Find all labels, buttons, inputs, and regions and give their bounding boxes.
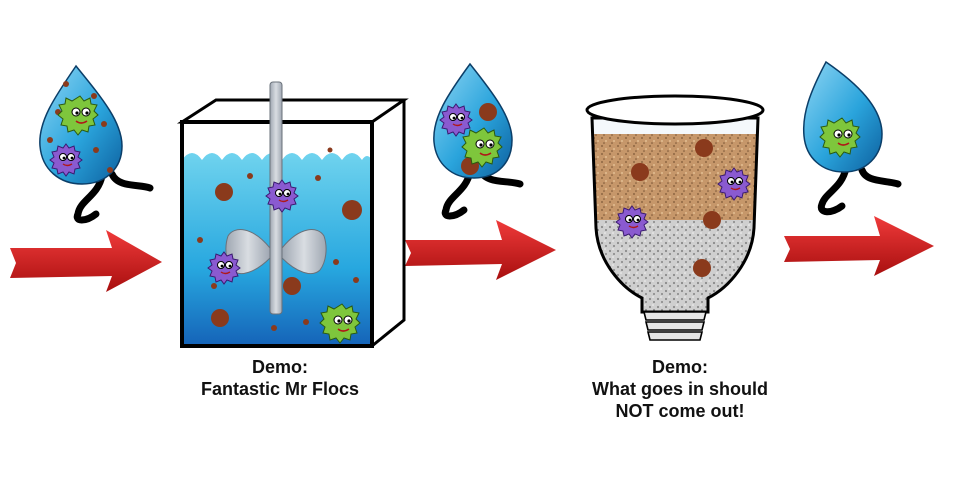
water-drop-icon	[39, 64, 154, 224]
caption-filter-line1: Demo:	[651, 357, 708, 377]
arrow-icon	[405, 220, 556, 280]
germ-icon	[265, 179, 299, 213]
germ-icon	[319, 303, 361, 344]
arrow-icon	[784, 216, 934, 276]
germ-icon	[207, 251, 241, 285]
bottle-filter-icon	[585, 94, 765, 341]
caption-filter-line3: NOT come out!	[615, 401, 745, 421]
water-drop-icon	[802, 60, 902, 216]
germ-icon	[615, 205, 649, 239]
germ-icon	[439, 103, 473, 137]
caption-flocs: Demo: Fantastic Mr Flocs	[170, 356, 390, 400]
mixing-tank	[176, 98, 409, 348]
caption-flocs-line1: Demo:	[251, 357, 308, 377]
germ-icon	[49, 143, 83, 177]
arrow-icon	[10, 230, 162, 292]
germ-icon	[819, 117, 861, 158]
germ-icon	[57, 95, 99, 136]
caption-flocs-line2: Fantastic Mr Flocs	[200, 379, 360, 399]
caption-filter-line2: What goes in should	[592, 379, 768, 399]
germ-icon	[461, 127, 503, 168]
caption-filter: Demo: What goes in should NOT come out!	[550, 356, 810, 422]
germ-icon	[717, 167, 751, 201]
